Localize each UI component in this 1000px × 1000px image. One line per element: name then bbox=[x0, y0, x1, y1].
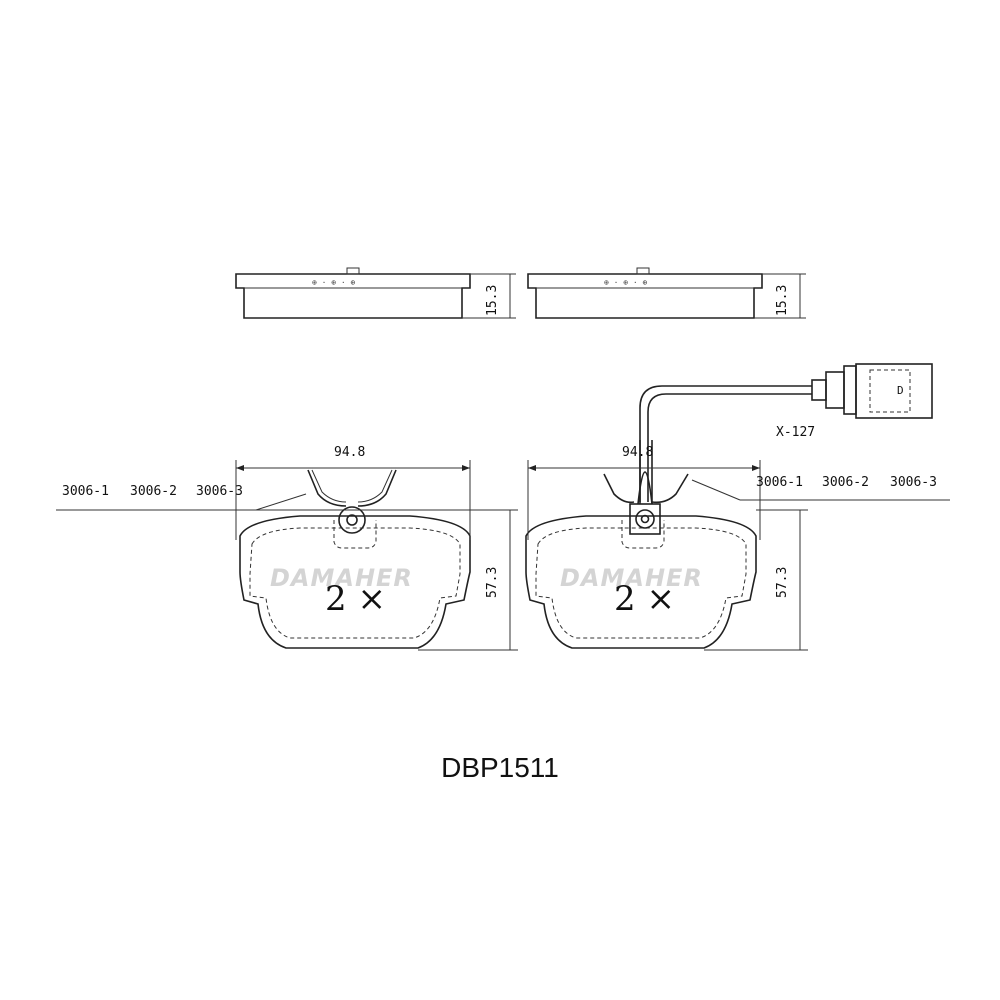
height-value-right: 57.3 bbox=[775, 567, 790, 598]
wear-sensor-wire bbox=[637, 385, 812, 505]
height-dimension-right: 57.3 bbox=[704, 509, 808, 651]
quantity-label-left: 2 × bbox=[325, 579, 386, 619]
width-dimension-right: 94.8 bbox=[527, 445, 761, 540]
retaining-spring-right bbox=[603, 473, 689, 535]
part-number: DBP1511 bbox=[441, 752, 559, 783]
thickness-dimension-right: 15.3 bbox=[754, 273, 806, 319]
width-dimension-left: 94.8 bbox=[235, 445, 471, 540]
side-view-left: ⊕ · ⊕ · ⊕ bbox=[235, 267, 471, 319]
side-view-right: ⊕ · ⊕ · ⊕ bbox=[527, 267, 763, 319]
brake-pad-left bbox=[239, 515, 471, 649]
brand-watermark-left: DAMAHER bbox=[270, 564, 413, 592]
thickness-value-left: 15.3 bbox=[485, 285, 500, 316]
shim-code-right-2: 3006-2 bbox=[822, 475, 869, 490]
retaining-spring-left bbox=[307, 469, 397, 534]
svg-text:⊕ · ⊕ · ⊕: ⊕ · ⊕ · ⊕ bbox=[604, 278, 648, 287]
brake-pad-right bbox=[525, 515, 757, 649]
sensor-code: X-127 bbox=[776, 425, 815, 440]
quantity-label-right: 2 × bbox=[614, 579, 675, 619]
shim-code-left-1: 3006-1 bbox=[62, 484, 109, 499]
thickness-dimension-left: 15.3 bbox=[462, 273, 516, 319]
shim-codes-right: 3006-1 3006-2 3006-3 bbox=[691, 475, 950, 501]
sensor-connector-mark: D bbox=[897, 384, 904, 397]
thickness-value-right: 15.3 bbox=[775, 285, 790, 316]
shim-code-left-2: 3006-2 bbox=[130, 484, 177, 499]
height-value-left: 57.3 bbox=[485, 567, 500, 598]
svg-text:⊕ · ⊕ · ⊕: ⊕ · ⊕ · ⊕ bbox=[312, 278, 356, 287]
shim-code-left-3: 3006-3 bbox=[196, 484, 243, 499]
shim-code-right-1: 3006-1 bbox=[756, 475, 803, 490]
width-value-right: 94.8 bbox=[622, 445, 653, 460]
shim-code-right-3: 3006-3 bbox=[890, 475, 937, 490]
shim-codes-left: 3006-1 3006-2 3006-3 bbox=[56, 484, 488, 511]
width-value-left: 94.8 bbox=[334, 445, 365, 460]
brand-watermark-right: DAMAHER bbox=[560, 564, 703, 592]
wear-sensor-connector: D bbox=[811, 363, 933, 419]
